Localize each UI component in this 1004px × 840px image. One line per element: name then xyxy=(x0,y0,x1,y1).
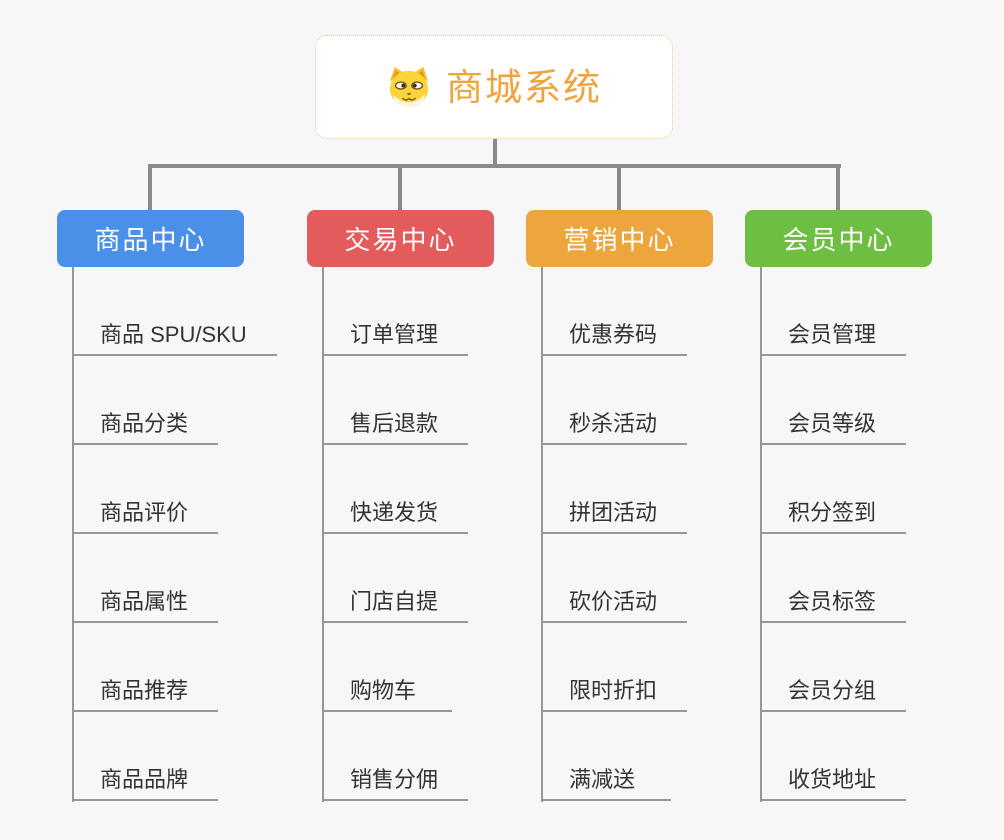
spine-branch-1 xyxy=(72,267,74,802)
connector-drop-branch-3 xyxy=(617,166,621,210)
topic-item[interactable]: 会员管理 xyxy=(760,267,907,356)
connector-trunk xyxy=(148,164,841,168)
root-topic-title: 商城系统 xyxy=(446,66,602,108)
connector-root-drop xyxy=(493,139,497,166)
topic-item[interactable]: 限时折扣 xyxy=(541,623,688,712)
spine-branch-2 xyxy=(322,267,324,802)
connector-drop-branch-1 xyxy=(148,166,152,210)
topic-item[interactable]: 商品分类 xyxy=(72,356,219,445)
topic-item[interactable]: 购物车 xyxy=(322,623,452,712)
topic-item[interactable]: 商品 SPU/SKU xyxy=(72,267,277,356)
spine-branch-3 xyxy=(541,267,543,802)
branch-marketing-center-items: 优惠券码 秒杀活动 拼团活动 砍价活动 限时折扣 满减送 xyxy=(541,267,791,801)
topic-item[interactable]: 订单管理 xyxy=(322,267,469,356)
topic-item[interactable]: 满减送 xyxy=(541,712,671,801)
topic-item[interactable]: 售后退款 xyxy=(322,356,469,445)
branch-member-center-items: 会员管理 会员等级 积分签到 会员标签 会员分组 收货地址 xyxy=(760,267,1004,801)
topic-item[interactable]: 收货地址 xyxy=(760,712,907,801)
branch-product-center[interactable]: 商品中心 xyxy=(57,210,244,267)
topic-item[interactable]: 拼团活动 xyxy=(541,445,688,534)
topic-item[interactable]: 商品品牌 xyxy=(72,712,219,801)
topic-item[interactable]: 快递发货 xyxy=(322,445,469,534)
topic-item[interactable]: 积分签到 xyxy=(760,445,907,534)
branch-trade-center[interactable]: 交易中心 xyxy=(307,210,494,267)
connector-drop-branch-4 xyxy=(836,166,840,210)
root-topic[interactable]: 商城系统 xyxy=(315,35,673,139)
topic-item[interactable]: 会员等级 xyxy=(760,356,907,445)
branch-trade-center-items: 订单管理 售后退款 快递发货 门店自提 购物车 销售分佣 xyxy=(322,267,572,801)
topic-item[interactable]: 秒杀活动 xyxy=(541,356,688,445)
dog-face-icon xyxy=(389,66,429,108)
topic-item[interactable]: 优惠券码 xyxy=(541,267,688,356)
topic-item[interactable]: 销售分佣 xyxy=(322,712,469,801)
topic-item[interactable]: 门店自提 xyxy=(322,534,469,623)
branch-product-center-items: 商品 SPU/SKU 商品分类 商品评价 商品属性 商品推荐 商品品牌 xyxy=(72,267,322,801)
topic-item[interactable]: 商品推荐 xyxy=(72,623,219,712)
connector-drop-branch-2 xyxy=(398,166,402,210)
spine-branch-4 xyxy=(760,267,762,802)
topic-item[interactable]: 会员分组 xyxy=(760,623,907,712)
branch-marketing-center[interactable]: 营销中心 xyxy=(526,210,713,267)
topic-item[interactable]: 商品评价 xyxy=(72,445,219,534)
topic-item[interactable]: 砍价活动 xyxy=(541,534,688,623)
topic-item[interactable]: 会员标签 xyxy=(760,534,907,623)
branch-member-center[interactable]: 会员中心 xyxy=(745,210,932,267)
topic-item[interactable]: 商品属性 xyxy=(72,534,219,623)
